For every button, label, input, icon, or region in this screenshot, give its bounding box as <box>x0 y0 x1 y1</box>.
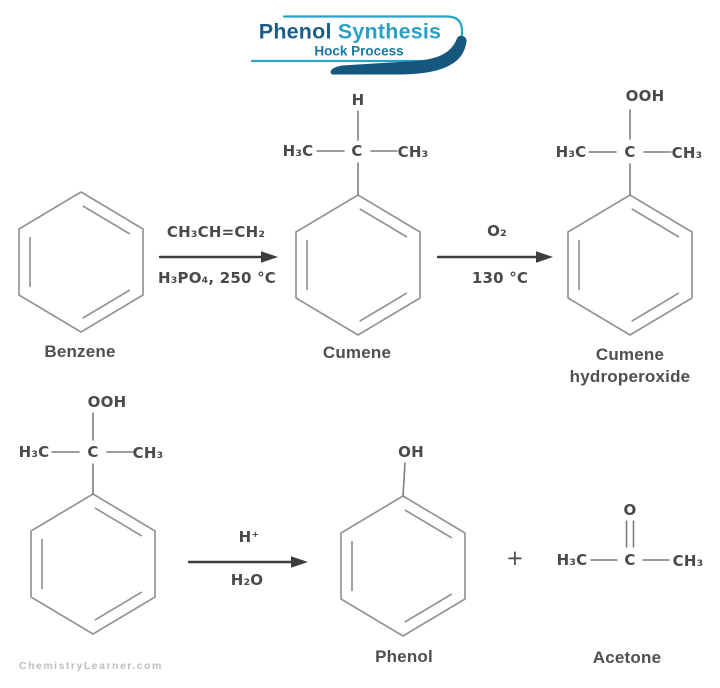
cumene-label: Cumene <box>322 343 392 362</box>
chp-reactant-h3c-group: H₃C <box>18 443 50 461</box>
acetone-ch3-group: CH₃ <box>672 552 704 570</box>
step2-arrow <box>436 251 553 263</box>
phenol-ring <box>340 495 466 637</box>
step1-reagent-below: H₃PO₄, 250 °C <box>157 269 277 287</box>
chp-reactant-ooh-group: OOH <box>87 393 127 411</box>
banner-subtitle: Hock Process <box>314 43 404 59</box>
acetone-o-atom: O <box>623 501 637 519</box>
cumene-hydroperoxide-ring <box>567 194 693 336</box>
banner-title: Phenol Synthesis <box>259 20 441 45</box>
chp-top-ooh-group: OOH <box>625 87 665 105</box>
chp-top-ch3-group: CH₃ <box>671 144 703 162</box>
step1-arrow <box>158 251 278 263</box>
chp-top-h3c-group: H₃C <box>555 143 587 161</box>
cumene-h3c-group: H₃C <box>282 142 314 160</box>
cumene-hydroperoxide-label-line2: hydroperoxide <box>569 367 691 386</box>
benzene-ring <box>18 191 144 333</box>
cumene-hydroperoxide-label-line1: Cumene <box>595 345 665 364</box>
step1-reagent-above: CH₃CH=CH₂ <box>166 223 266 241</box>
chp-reactant-ch3-group: CH₃ <box>132 444 164 462</box>
phenol-oh-group: OH <box>398 443 424 461</box>
cumene-c-atom: C <box>351 142 363 160</box>
chp-reactant-c-atom: C <box>87 443 99 461</box>
step3-reagent-above: H⁺ <box>238 528 260 546</box>
step2-reagent-below: 130 °C <box>471 269 529 287</box>
acetone-h3c-group: H₃C <box>556 551 588 569</box>
step3-reagent-below: H₂O <box>230 571 264 589</box>
acetone-label: Acetone <box>592 648 662 667</box>
cumene-ring <box>295 194 421 336</box>
banner-title-primary: Phenol <box>258 19 332 44</box>
benzene-label: Benzene <box>44 342 116 361</box>
phenol-label: Phenol <box>375 647 433 666</box>
banner-title-secondary: Synthesis <box>337 19 442 44</box>
plus-sign: + <box>506 546 524 570</box>
banner-swoosh <box>330 35 467 75</box>
cumene-ch3-group: CH₃ <box>397 143 429 161</box>
step2-reagent-above: O₂ <box>487 222 507 240</box>
acetone-c-atom: C <box>624 551 636 569</box>
cumene-h-atom: H <box>351 91 365 109</box>
watermark: ChemistryLearner.com <box>19 660 163 672</box>
chp-top-c-atom: C <box>624 143 636 161</box>
molecule-structures <box>18 109 693 637</box>
covalent-bonds <box>51 109 672 561</box>
step3-arrow <box>187 556 308 568</box>
chp-reactant-ring <box>30 493 156 635</box>
